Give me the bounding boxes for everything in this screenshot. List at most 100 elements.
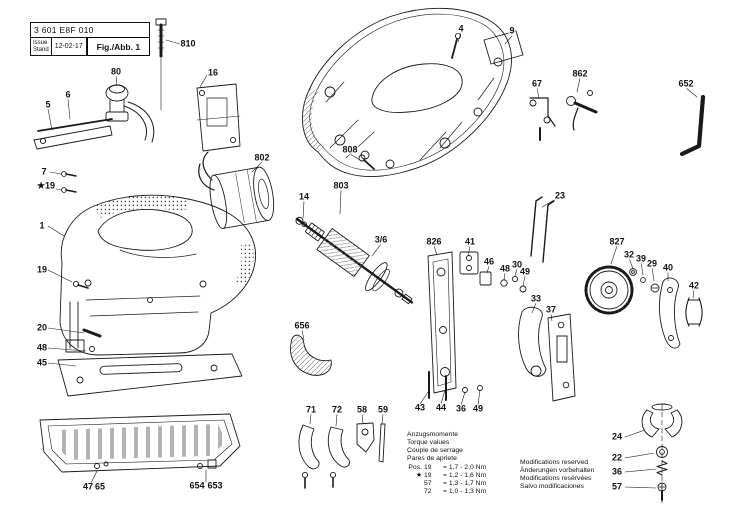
part-label-43: 43 bbox=[413, 402, 427, 413]
part-label-802: 802 bbox=[253, 152, 271, 163]
part-label-19: 19 bbox=[35, 264, 49, 275]
torque-row-value: = 1,3 - 1,7 Nm bbox=[443, 480, 487, 487]
part-label-16: 16 bbox=[206, 67, 220, 78]
part-label-22: 22 bbox=[610, 452, 624, 463]
part-label-67: 67 bbox=[530, 78, 544, 89]
part-label-3-6: 3/6 bbox=[373, 234, 389, 245]
torque-heading-en: Torque values bbox=[407, 439, 450, 446]
torque-row-value: = 1,2 - 1,6 Nm bbox=[443, 472, 487, 479]
torque-row-pre bbox=[407, 488, 422, 496]
armature-803 bbox=[295, 216, 414, 305]
part-label-19-star: ★19 bbox=[35, 180, 57, 191]
part-label-6: 6 bbox=[64, 89, 72, 100]
part-label-47: 47 bbox=[81, 481, 95, 492]
main-body-1 bbox=[59, 194, 257, 356]
part-label-46: 46 bbox=[482, 256, 496, 267]
rollers-48-30-49 bbox=[500, 275, 527, 293]
part-label-65: 65 bbox=[93, 481, 107, 492]
small-screws-7-19 bbox=[61, 171, 89, 289]
part-label-30: 30 bbox=[510, 259, 524, 270]
part-label-826: 826 bbox=[425, 236, 443, 247]
part-label-48-2: 48 bbox=[498, 263, 512, 274]
nameplate-sticker bbox=[483, 30, 524, 65]
issue-date: 12-02-17 bbox=[52, 38, 87, 55]
torque-values-block: Anzugsmomente Torque values Couple de se… bbox=[407, 431, 486, 496]
doc-number: 3 601 E8F 010 bbox=[31, 23, 149, 38]
bottom-cover-47-65 bbox=[39, 413, 241, 473]
part-label-40: 40 bbox=[661, 262, 675, 273]
stator-802 bbox=[198, 151, 275, 229]
part-label-45: 45 bbox=[35, 357, 49, 368]
part-label-36-2: 36 bbox=[610, 466, 624, 477]
torque-row-value: = 1,0 - 1,3 Nm bbox=[443, 488, 487, 495]
part-label-72: 72 bbox=[330, 404, 344, 415]
part-label-44: 44 bbox=[434, 402, 448, 413]
part-label-654: 654 bbox=[188, 480, 206, 491]
lever-33-plate-37 bbox=[518, 306, 576, 402]
modifications-line-de: Änderungen vorbehalten bbox=[520, 467, 595, 474]
hex-key-652 bbox=[679, 94, 706, 157]
part-label-808: 808 bbox=[341, 144, 359, 155]
part-label-827: 827 bbox=[608, 236, 626, 247]
modifications-line-es: Salvo modificaciones bbox=[520, 483, 584, 490]
torque-row-pos: 19 bbox=[424, 472, 432, 479]
part-label-41: 41 bbox=[463, 236, 477, 247]
part-label-37: 37 bbox=[544, 304, 558, 315]
part-label-862: 862 bbox=[571, 68, 589, 79]
part-label-71: 71 bbox=[304, 404, 318, 415]
clamp-assembly-24-22-36-57 bbox=[641, 403, 683, 504]
torque-row-pre: ★ bbox=[415, 472, 422, 479]
blade-bar-5-6 bbox=[33, 118, 113, 150]
screw-808 bbox=[358, 154, 375, 170]
part-label-59: 59 bbox=[376, 404, 390, 415]
issue-label: Issue bbox=[33, 40, 48, 46]
gear-827-group bbox=[584, 265, 703, 349]
part-label-1: 1 bbox=[38, 220, 46, 231]
torque-row-pre: Pos. bbox=[408, 464, 422, 471]
part-label-652: 652 bbox=[677, 78, 695, 89]
part-label-24: 24 bbox=[610, 431, 624, 442]
part-label-7: 7 bbox=[40, 166, 48, 177]
part-label-14: 14 bbox=[297, 191, 311, 202]
part-label-5: 5 bbox=[44, 99, 52, 110]
bearing-plate-826 bbox=[427, 251, 483, 401]
housing-shell-9 bbox=[302, 7, 512, 177]
lever-862 bbox=[566, 90, 598, 131]
torque-heading-fr: Couple de serrage bbox=[407, 447, 463, 454]
part-label-49-2: 49 bbox=[471, 403, 485, 414]
part-label-48-1: 48 bbox=[35, 342, 49, 353]
part-label-32: 32 bbox=[622, 249, 636, 260]
part-label-810: 810 bbox=[179, 38, 197, 49]
modifications-line-fr: Modifications resérvées bbox=[520, 475, 592, 482]
issue-stand-labels: Issue Stand bbox=[31, 38, 52, 55]
bracket-67 bbox=[529, 97, 556, 141]
title-block: 3 601 E8F 010 Issue Stand 12-02-17 Fig./… bbox=[30, 22, 150, 56]
gearbox-bracket-16 bbox=[196, 83, 241, 152]
part-label-36-1: 36 bbox=[454, 403, 468, 414]
figure-label: Fig./Abb. 1 bbox=[86, 37, 150, 56]
knob-80 bbox=[105, 84, 155, 143]
torque-row-pre bbox=[407, 480, 422, 488]
torque-table: Pos. 19 = 1,7 - 2,0 Nm ★ 19 = 1,2 - 1,6 … bbox=[407, 464, 486, 496]
modifications-block: Modifications reserved Änderungen vorbeh… bbox=[520, 459, 594, 491]
levers-71-72-58-59 bbox=[298, 422, 386, 489]
part-label-9: 9 bbox=[508, 25, 516, 36]
torque-row-pos: 19 bbox=[424, 464, 432, 471]
torque-row-pos: 72 bbox=[424, 488, 432, 495]
part-label-29: 29 bbox=[645, 258, 659, 269]
part-label-39: 39 bbox=[634, 253, 648, 264]
part-label-80: 80 bbox=[109, 66, 123, 77]
stand-label: Stand bbox=[33, 46, 49, 53]
torque-heading-es: Pares de apriete bbox=[407, 455, 457, 462]
torque-heading-de: Anzugsmomente bbox=[407, 431, 459, 438]
leader-lines bbox=[47, 32, 698, 489]
part-label-49-1: 49 bbox=[518, 266, 532, 277]
base-plate-45 bbox=[57, 353, 243, 397]
part-label-20: 20 bbox=[35, 322, 49, 333]
screw-4 bbox=[451, 32, 462, 59]
guard-656 bbox=[290, 334, 332, 376]
screw-810 bbox=[155, 18, 167, 111]
part-label-653: 653 bbox=[206, 480, 224, 491]
